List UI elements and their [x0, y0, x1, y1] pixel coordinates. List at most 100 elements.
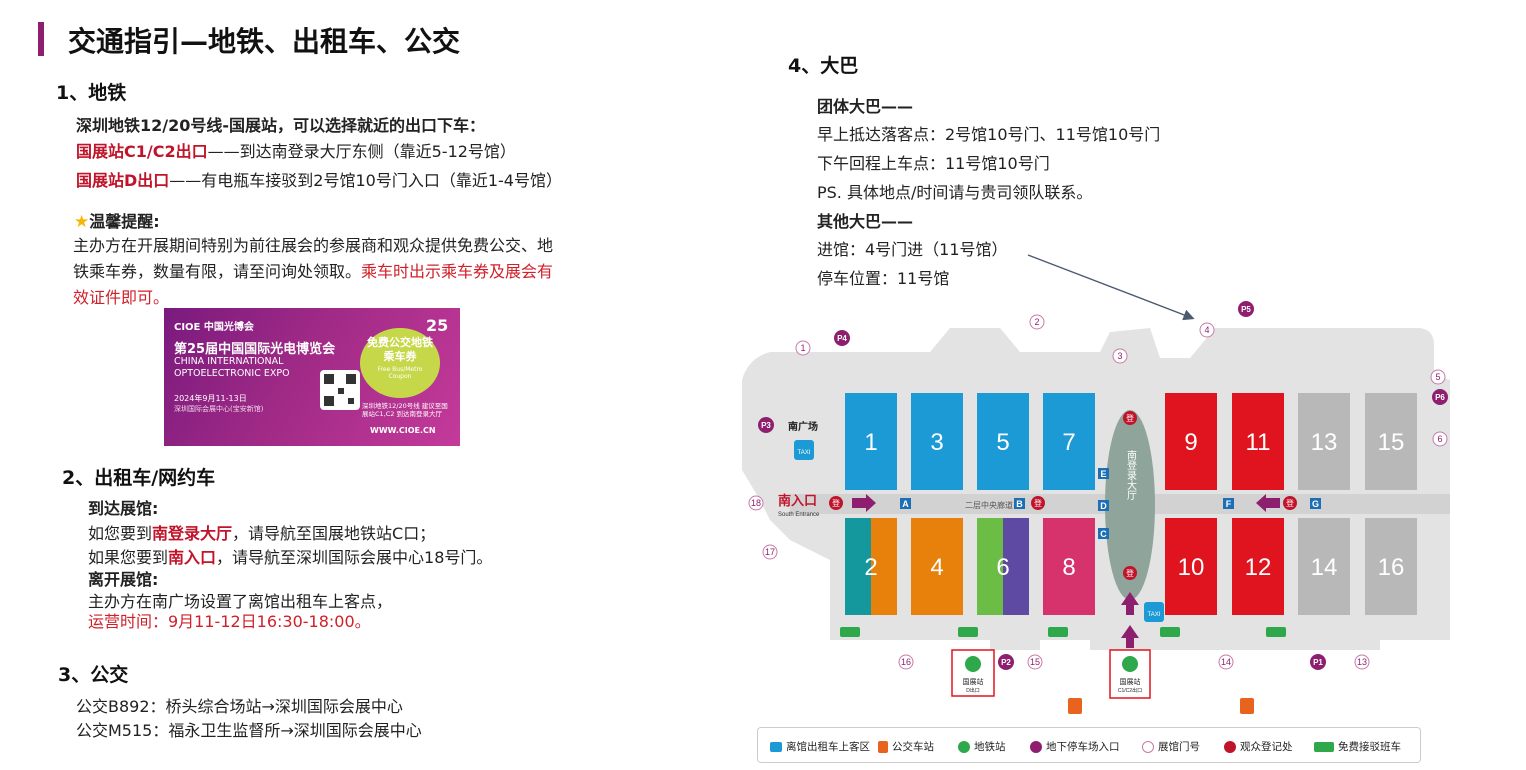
shuttle-bus-icon: [1314, 742, 1334, 752]
leave-line2: 运营时间：9月11-12日16:30-18:00。: [88, 612, 371, 631]
parking-p4-label: P4: [837, 334, 847, 343]
shuttle-bus-icon: [1266, 627, 1286, 637]
taxi-icon: [1144, 602, 1164, 622]
hall-1[interactable]: [845, 393, 897, 490]
shuttle-bus-icon: [958, 627, 978, 637]
station-d-name: 国展站: [963, 677, 984, 686]
legend-bus-stop-label: 公交车站: [892, 741, 934, 753]
metro-exit2: 国展站D出口——有电瓶车接驳到2号馆10号门入口（靠近1-4号馆）: [76, 166, 562, 195]
coupon-25-logo: 25: [426, 316, 449, 335]
registration-label: 登: [1034, 498, 1042, 508]
exit1-desc: ——到达南登录大厅东侧（靠近5-12号馆）: [207, 142, 516, 161]
metro-icon: [965, 656, 981, 672]
gate-2: [1029, 314, 1045, 330]
arrive2-b: 南入口: [168, 548, 217, 567]
legend-metro-label: 地铁站: [974, 741, 1006, 753]
hall-2-b[interactable]: [871, 518, 897, 615]
hall-label-4: 4: [930, 554, 943, 581]
group-line3: PS. 具体地点/时间请与贵司领队联系。: [817, 183, 1093, 202]
gate-17-label: 17: [765, 547, 775, 557]
arrow-left-icon: [1256, 494, 1280, 512]
legend-parking-label: 地下停车场入口: [1046, 741, 1120, 753]
page-title: 交通指引—地铁、出租车、公交: [68, 25, 461, 58]
arrow-up-icon: [1121, 625, 1139, 648]
coupon-badge-title: 免费公交地铁乘车券: [367, 336, 433, 363]
legend-item-parking: 地下停车场入口: [1030, 739, 1120, 754]
coupon-image: CIOE 中国光博会 第25届中国国际光电博览会 CHINA INTERNATI…: [164, 308, 460, 446]
arrive-line2: 如果您要到南入口，请导航至深圳国际会展中心18号门。: [88, 543, 492, 572]
coupon-en2: OPTOELECTRONIC EXPO: [174, 368, 290, 379]
coupon-url: WWW.CIOE.CN: [370, 426, 436, 435]
hall-2-a[interactable]: [845, 518, 871, 615]
tip-line3: 效证件即可。: [73, 288, 170, 307]
hall-6-b[interactable]: [1003, 518, 1029, 615]
entrance-b: [1014, 498, 1025, 509]
hall-7[interactable]: [1043, 393, 1095, 490]
registration-icon: [1123, 566, 1137, 580]
coupon-badge-sub: Free Bus/Metro Coupon: [377, 366, 423, 380]
south-lobby[interactable]: [1105, 410, 1155, 600]
arrive1-b: 南登录大厅: [152, 524, 233, 543]
hall-9[interactable]: [1165, 393, 1217, 490]
hall-14[interactable]: [1298, 518, 1350, 615]
hall-3[interactable]: [911, 393, 963, 490]
gate-15-label: 15: [1030, 657, 1040, 667]
gate-6-label: 6: [1437, 434, 1442, 444]
hall-13[interactable]: [1298, 393, 1350, 490]
legend-gate-label: 展馆门号: [1158, 741, 1200, 753]
tip-line1: 主办方在开展期间特别为前往展会的参展商和观众提供免费公交、地: [73, 236, 554, 255]
hall-16[interactable]: [1365, 518, 1417, 615]
parking-p3-label: P3: [761, 421, 771, 430]
bus-stop-icon: [878, 741, 888, 753]
tip-line2-b: 乘车时出示乘车券及展会有: [361, 262, 554, 281]
gate-17: [762, 544, 778, 560]
coupon-route-note: 深圳地铁12/20号线 建议至国展站C1,C2 到达南登录大厅: [362, 402, 448, 418]
legend-registration-label: 观众登记处: [1240, 741, 1293, 753]
gate-14-label: 14: [1221, 657, 1231, 667]
arrow-up-icon: [1121, 592, 1139, 615]
hall-11[interactable]: [1232, 393, 1284, 490]
leave-title: 离开展馆:: [88, 570, 159, 589]
gate-5: [1430, 369, 1446, 385]
entrance-d-label: D: [1100, 501, 1107, 511]
bus-heading: 3、公交: [58, 664, 129, 686]
parking-p3: [758, 417, 774, 433]
group-line2: 下午回程上车点：11号馆10号门: [817, 154, 1050, 173]
gate-6: [1432, 431, 1448, 447]
gate-14: [1218, 654, 1234, 670]
group-title: 团体大巴——: [817, 97, 914, 116]
hall-8[interactable]: [1043, 518, 1095, 615]
lobby-label: 南登录大厅: [1125, 449, 1137, 500]
gate-13-label: 13: [1357, 657, 1367, 667]
gate-18: [748, 495, 764, 511]
entrance-b-label: B: [1016, 499, 1023, 509]
arrive-title: 到达展馆:: [88, 499, 159, 518]
gate-4: [1199, 322, 1215, 338]
shuttle-bus-icon: [1160, 627, 1180, 637]
tip-line2: 铁乘车券，数量有限，请至问询处领取。乘车时出示乘车券及展会有: [73, 259, 583, 285]
south-entrance-label: 南入口: [778, 493, 817, 508]
arrive1-a: 如您要到: [88, 524, 153, 543]
parking-p6-label: P6: [1435, 393, 1445, 402]
hall-5[interactable]: [977, 393, 1029, 490]
arrow-right-icon: [852, 494, 876, 512]
hall-10[interactable]: [1165, 518, 1217, 615]
halls-top: [845, 393, 1417, 490]
legend-item-bus-stop: 公交车站: [878, 739, 934, 754]
metro-icon: [958, 741, 970, 753]
hall-label-7: 7: [1062, 429, 1075, 456]
legend-shuttle-label: 免费接驳班车: [1338, 741, 1401, 753]
hall-label-2: 2: [864, 554, 877, 581]
hall-6-a[interactable]: [977, 518, 1003, 615]
hall-label-5: 5: [996, 429, 1009, 456]
bus-line1: 公交B892：桥头综合场站→深圳国际会展中心: [76, 697, 403, 716]
hall-label-8: 8: [1062, 554, 1075, 581]
hall-4[interactable]: [911, 518, 963, 615]
exit1-name: 国展站C1/C2出口: [76, 142, 208, 161]
tip-title: ★温馨提醒:: [74, 207, 160, 237]
legend-item-gate: 展馆门号: [1142, 739, 1200, 754]
hall-15[interactable]: [1365, 393, 1417, 490]
hall-12[interactable]: [1232, 518, 1284, 615]
legend-taxi-label: 离馆出租车上客区: [786, 741, 870, 753]
entrance-g-label: G: [1312, 499, 1319, 509]
